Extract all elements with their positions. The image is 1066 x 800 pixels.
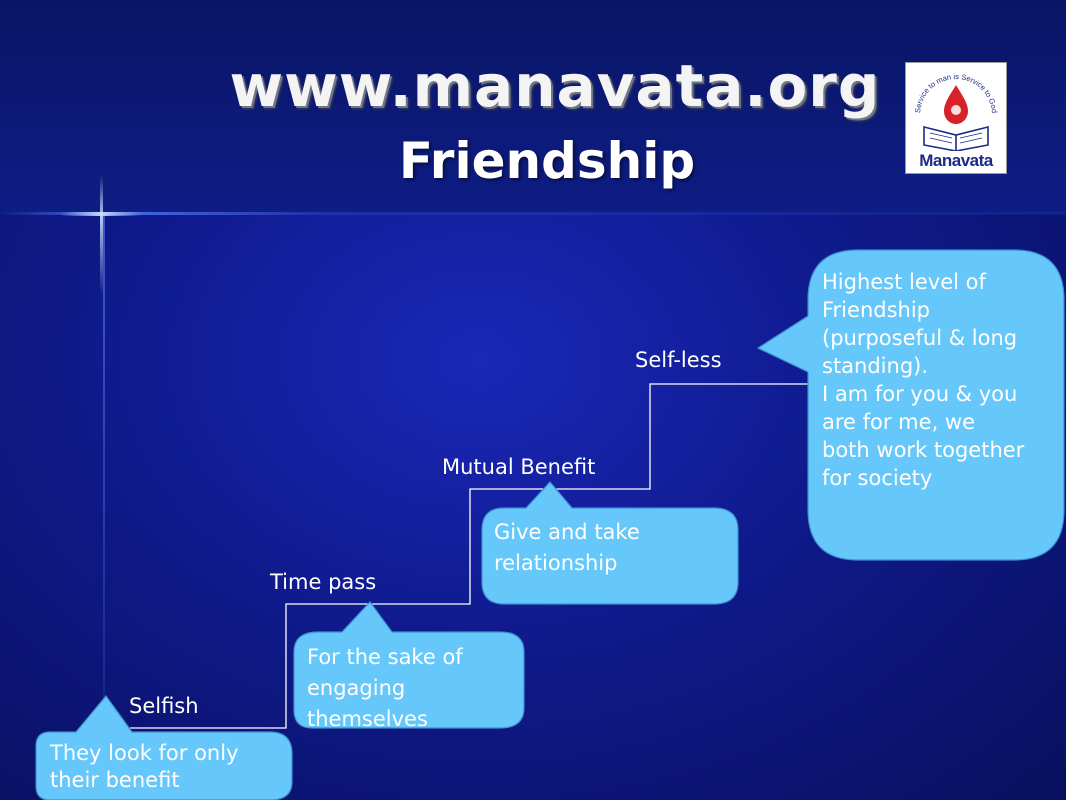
callout-line: For the sake of: [307, 645, 463, 669]
callout-self-less: Highest level of Friendship (purposeful …: [822, 268, 1024, 492]
page-title-url: www.manavata.org: [229, 52, 881, 120]
callout-selfish: They look for only their benefit: [50, 740, 239, 794]
step-label-selfish: Selfish: [129, 694, 199, 718]
callout-line: Highest level of: [822, 270, 986, 294]
callout-line: themselves: [307, 707, 428, 731]
header-band: [0, 0, 1066, 214]
callout-line: for society: [822, 466, 933, 490]
callout-shape-self-less: [756, 249, 1065, 561]
page-title-topic: Friendship: [398, 132, 696, 190]
step-label-self-less: Self-less: [635, 348, 722, 372]
left-divider: [103, 214, 105, 800]
staircase-line: [130, 383, 860, 729]
step-label-mutual-benefit: Mutual Benefit: [442, 455, 596, 479]
callout-line: relationship: [494, 551, 618, 575]
callout-time-pass: For the sake of engaging themselves: [307, 642, 463, 735]
callout-line: Friendship: [822, 298, 930, 322]
callout-line: their benefit: [50, 768, 180, 792]
callout-shape-time-pass: [293, 601, 525, 729]
callout-shape-mutual-benefit: [481, 481, 739, 605]
callout-mutual-benefit: Give and take relationship: [494, 517, 640, 579]
callout-line: (purposeful & long: [822, 326, 1018, 350]
callout-line: engaging: [307, 676, 406, 700]
callout-line: Give and take: [494, 520, 640, 544]
callout-line: both work together: [822, 438, 1025, 462]
sparkle-vertical: [100, 175, 103, 295]
logo-drop-icon: [944, 85, 968, 124]
step-label-time-pass: Time pass: [270, 570, 377, 594]
logo-wordmark: Manavata: [919, 151, 993, 170]
header-divider: [0, 212, 1066, 215]
callout-line: I am for you & you: [822, 382, 1018, 406]
manavata-logo: Service to man is Service to God Manavat…: [905, 62, 1007, 174]
logo-emblem-icon: Service to man is Service to God: [913, 72, 999, 152]
callout-line: They look for only: [50, 741, 239, 765]
callout-line: are for me, we: [822, 410, 976, 434]
callout-line: standing).: [822, 354, 929, 378]
